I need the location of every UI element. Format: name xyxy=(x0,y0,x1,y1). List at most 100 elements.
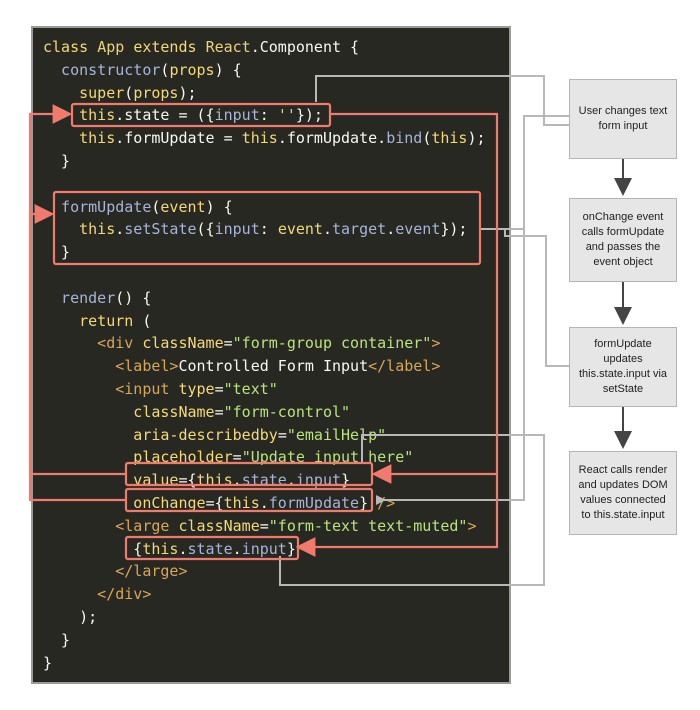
code-line: constructor(props) { xyxy=(43,59,242,81)
flow-onchange-loop xyxy=(28,204,126,502)
code-token: extends xyxy=(133,38,206,56)
code-token: > xyxy=(431,334,441,353)
code-token: this xyxy=(43,220,116,239)
code-token: . xyxy=(386,220,396,239)
code-token: event xyxy=(160,197,206,216)
code-token: ); xyxy=(43,608,98,626)
code-token: <div xyxy=(43,334,143,353)
code-token: input xyxy=(214,220,260,239)
code-token: . xyxy=(232,539,242,558)
code-token: . xyxy=(178,539,188,558)
code-token: onChange xyxy=(43,494,206,512)
code-token: </div> xyxy=(43,585,152,604)
code-token: . xyxy=(115,220,125,239)
code-token: } xyxy=(43,152,71,170)
code-line: </div> xyxy=(43,583,151,605)
code-token: ); xyxy=(178,83,197,102)
code-token: this xyxy=(43,129,116,148)
code-token: Controlled Form Input xyxy=(178,357,369,376)
code-token: . xyxy=(259,494,269,512)
code-token: ( xyxy=(160,60,170,79)
code-token: this xyxy=(223,494,260,512)
code-token: bind xyxy=(386,129,423,148)
code-token: <large xyxy=(43,516,179,535)
code-token: input xyxy=(214,106,260,125)
highlight-this-state-init xyxy=(70,102,332,128)
code-token: = xyxy=(259,516,269,535)
code-token: ( xyxy=(422,129,432,148)
code-line: <input type="text" xyxy=(43,378,278,400)
code-token: constructor xyxy=(43,60,161,79)
step-onchange-calls-formupdate: onChange event calls formUpdate and pass… xyxy=(569,198,677,282)
code-token: </label> xyxy=(368,357,441,376)
code-token: this xyxy=(43,106,116,125)
code-token: state xyxy=(187,539,233,558)
code-token: return xyxy=(43,311,143,330)
code-token: = xyxy=(277,425,287,444)
code-token: render xyxy=(43,288,116,307)
code-token: "form-text text-muted" xyxy=(268,516,468,535)
code-token: this xyxy=(142,539,179,558)
highlight-value-binding xyxy=(124,461,374,487)
code-panel: class App extends React.Component { cons… xyxy=(31,26,511,684)
code-token: "Update input here" xyxy=(241,448,414,467)
code-token: setState xyxy=(124,220,197,239)
code-token: </large> xyxy=(43,562,188,581)
code-token: App xyxy=(97,38,134,56)
connector-value-to-step4 xyxy=(279,434,545,586)
code-line: } xyxy=(43,629,70,651)
code-line: placeholder="Update input here" xyxy=(43,446,413,468)
code-token: this xyxy=(431,129,468,148)
connector-formupdate-to-step2 xyxy=(480,115,569,230)
flow-value-loop xyxy=(28,104,126,476)
code-token: ) { xyxy=(214,60,242,79)
code-token: className xyxy=(142,334,224,353)
code-token: . xyxy=(232,471,242,490)
code-token: event xyxy=(395,220,441,239)
code-token: = xyxy=(214,402,224,421)
code-line: class App extends React.Component { xyxy=(43,36,359,58)
code-token: = xyxy=(232,448,242,467)
code-token: .formUpdate. xyxy=(277,129,387,148)
code-token: } xyxy=(286,539,296,558)
code-token: this xyxy=(241,129,278,148)
code-token: '' xyxy=(277,106,296,125)
code-token: = xyxy=(214,380,224,398)
code-token: ( xyxy=(142,311,152,330)
code-token: event xyxy=(277,220,323,239)
code-line: className="form-control" xyxy=(43,401,350,423)
step-user-changes-input: User changes text form input xyxy=(569,79,677,159)
code-token: "form-group container" xyxy=(232,334,432,353)
code-token: : xyxy=(259,220,278,239)
code-token: formUpdate xyxy=(268,494,360,512)
code-token: <label> xyxy=(43,357,179,376)
code-token: aria-describedby xyxy=(43,425,278,444)
code-token: ) { xyxy=(205,197,233,216)
code-token: > xyxy=(467,516,477,535)
code-token: target xyxy=(332,220,387,239)
code-line: <div className="form-group container"> xyxy=(43,332,440,354)
code-line: } xyxy=(43,241,70,263)
code-token: formUpdate xyxy=(43,197,152,216)
code-line: render() { xyxy=(43,287,151,309)
code-token: : xyxy=(259,106,278,125)
code-token: .Component { xyxy=(250,38,360,56)
code-token: "text" xyxy=(223,380,278,398)
code-token: class xyxy=(43,38,98,56)
code-token: React xyxy=(205,38,251,56)
code-token: = xyxy=(223,334,233,353)
connector-arrowhead-onchange xyxy=(376,495,386,505)
code-line: this.setState({input: event.target.event… xyxy=(43,218,467,240)
code-token: } xyxy=(43,653,53,672)
step-formupdate-setstate: formUpdate updates this.state.input via … xyxy=(569,327,677,407)
code-token: className xyxy=(43,402,215,421)
code-token: super xyxy=(43,83,125,102)
code-token: ( xyxy=(151,197,161,216)
code-line: this.formUpdate = this.formUpdate.bind(t… xyxy=(43,127,485,149)
code-token: <input xyxy=(43,380,179,398)
code-line: this.state = ({input: ''}); xyxy=(43,104,323,126)
connector-setstate-to-step3 xyxy=(480,228,569,367)
code-token: .state = ({ xyxy=(115,106,215,125)
code-line: return ( xyxy=(43,310,151,332)
